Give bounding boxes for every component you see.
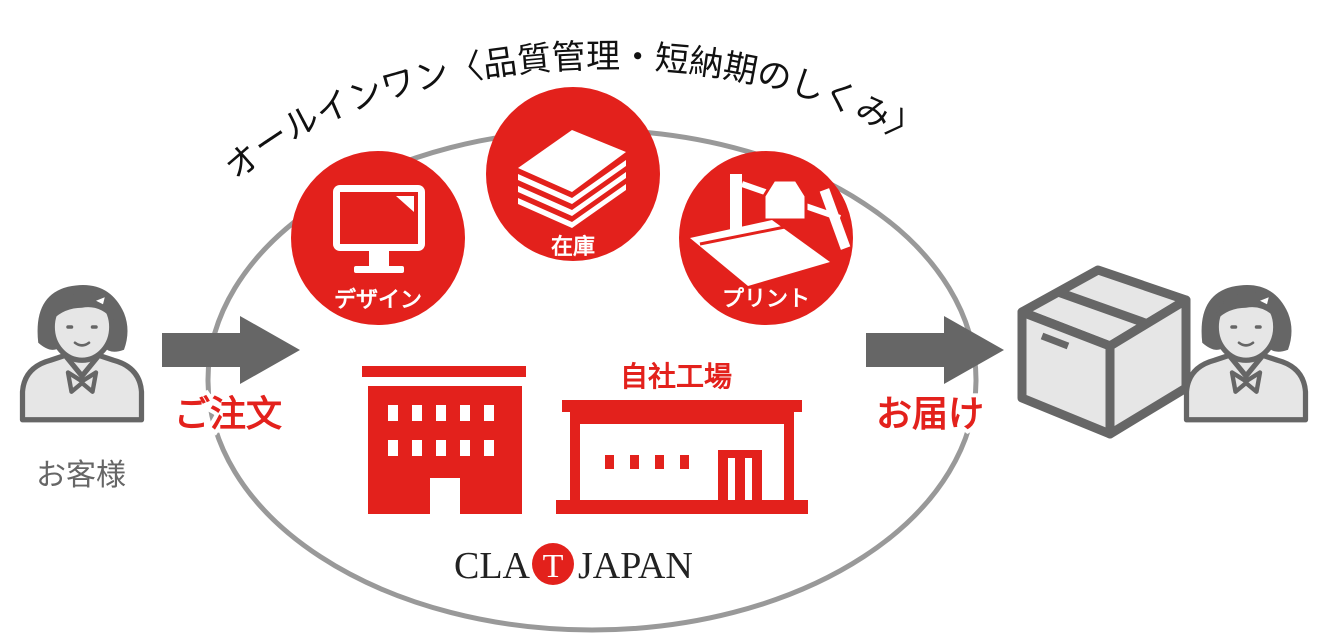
monitor-icon bbox=[333, 185, 425, 273]
brand-emblem-letter: T bbox=[543, 548, 564, 585]
factory-icon bbox=[556, 400, 808, 514]
service-design: デザイン bbox=[291, 151, 465, 325]
customer-label: お客様 bbox=[36, 458, 126, 493]
service-print: プリント bbox=[679, 151, 853, 325]
delivery-label: お届け bbox=[876, 394, 984, 435]
service-label-stock: 在庫 bbox=[551, 234, 595, 260]
order-label: ご注文 bbox=[174, 394, 282, 435]
brand-suffix: JAPAN bbox=[578, 545, 693, 587]
delivery-arrow-icon bbox=[866, 316, 1004, 384]
service-stock: 在庫 bbox=[486, 87, 660, 261]
order-arrow-icon bbox=[162, 316, 300, 384]
recipient-icon bbox=[1187, 285, 1306, 420]
customer-icon bbox=[23, 285, 142, 420]
stack-of-paper-icon bbox=[518, 130, 626, 228]
factory-label: 自社工場 bbox=[620, 360, 732, 393]
brand-logo: CLA T JAPAN bbox=[454, 543, 693, 587]
brand-emblem bbox=[532, 543, 574, 585]
brand-prefix: CLA bbox=[454, 545, 531, 587]
service-label-design: デザイン bbox=[334, 287, 422, 313]
printer-icon bbox=[690, 174, 851, 286]
package-box-icon bbox=[1017, 265, 1191, 439]
service-label-print: プリント bbox=[722, 287, 810, 312]
office-building-icon bbox=[362, 366, 526, 514]
